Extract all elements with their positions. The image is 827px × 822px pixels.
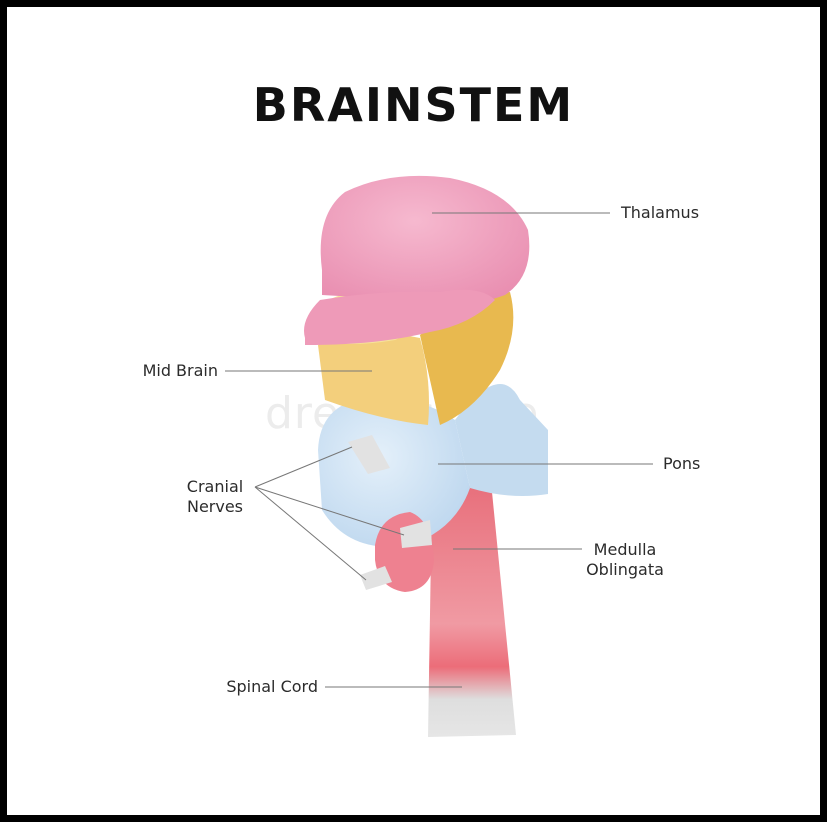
- label-medulla-line1: Medulla: [575, 540, 675, 560]
- label-cranial-nerves: Cranial Nerves: [170, 477, 260, 517]
- label-thalamus: Thalamus: [621, 203, 699, 223]
- label-cranial-nerves-line2: Nerves: [170, 497, 260, 517]
- label-medulla-line2: Oblingata: [575, 560, 675, 580]
- label-spinal-cord: Spinal Cord: [190, 677, 318, 697]
- label-mid-brain: Mid Brain: [118, 361, 218, 381]
- label-cranial-nerves-line1: Cranial: [170, 477, 260, 497]
- label-medulla-oblingata: Medulla Oblingata: [575, 540, 675, 580]
- thalamus-shape: [321, 176, 530, 306]
- label-pons: Pons: [663, 454, 700, 474]
